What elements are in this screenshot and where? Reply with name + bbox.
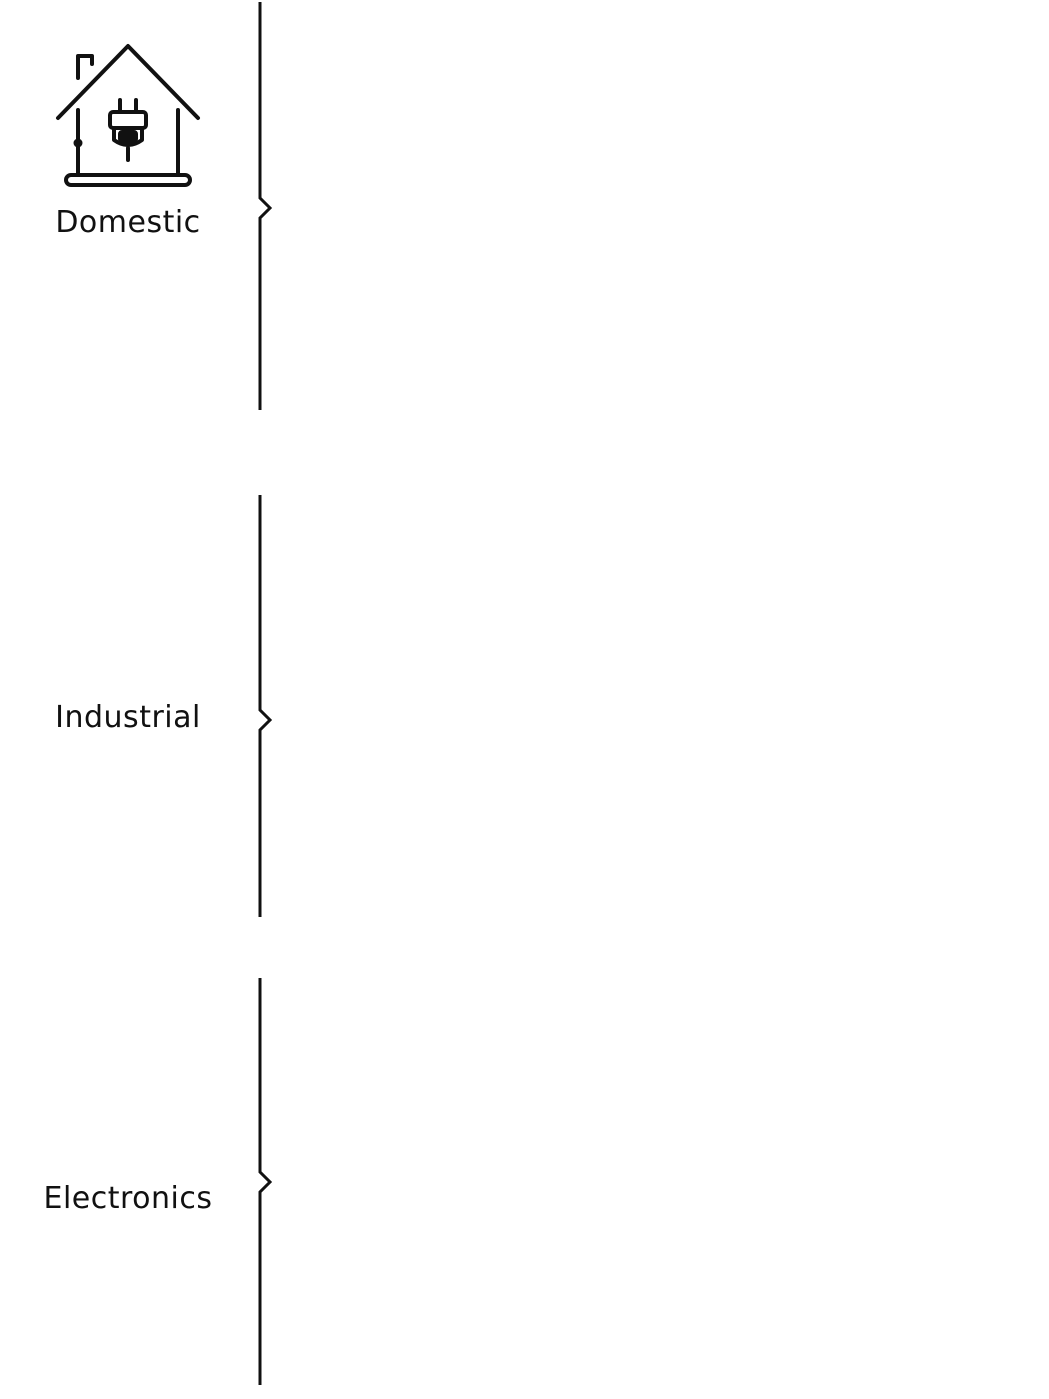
house-plug-icon: [56, 44, 200, 187]
section-label-domestic: Domestic: [55, 205, 201, 240]
section-label-industrial: Industrial: [55, 700, 201, 735]
section-label-electronics: Electronics: [43, 1181, 213, 1216]
section-divider-electronics: [258, 978, 273, 1385]
section-divider-domestic: [258, 2, 273, 410]
section-divider-industrial: [258, 495, 273, 917]
